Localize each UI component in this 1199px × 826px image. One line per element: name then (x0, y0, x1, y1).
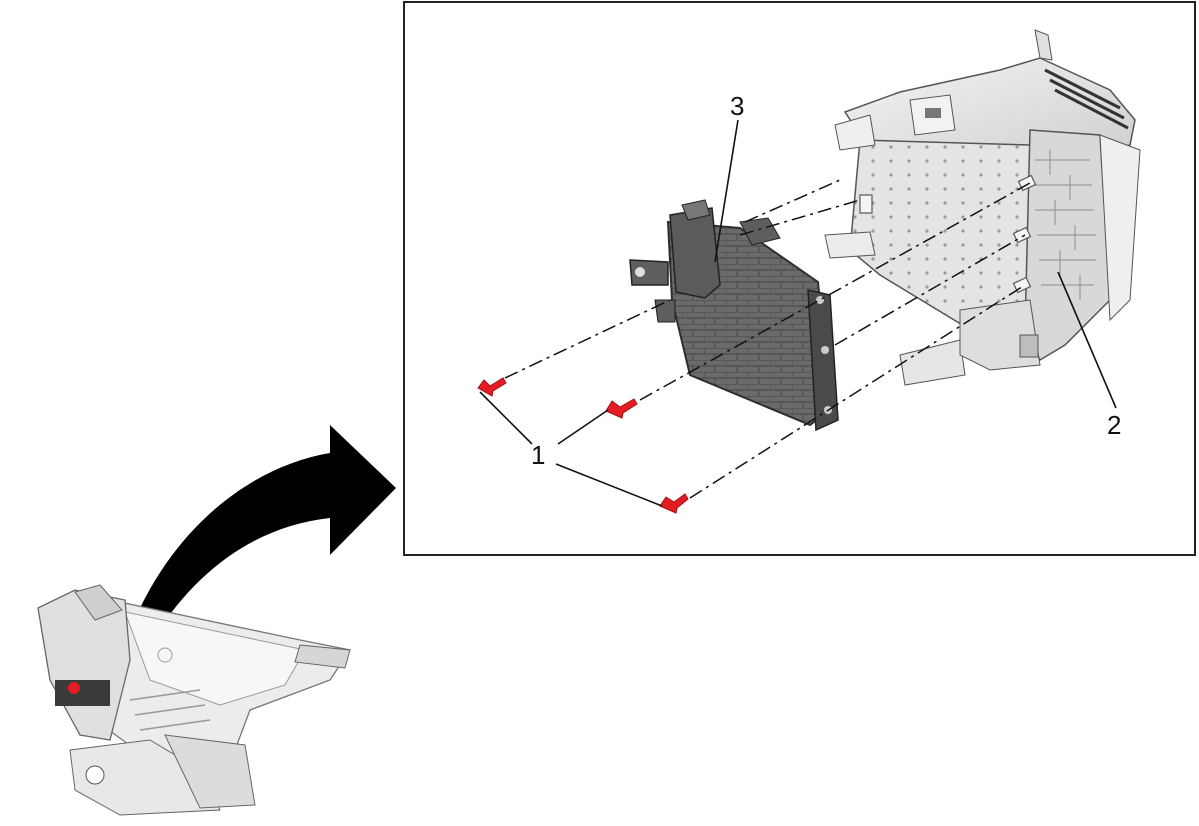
fastener-top-left (477, 377, 507, 397)
control-module (629, 199, 839, 432)
overview-module-marker (68, 682, 80, 694)
fastener-bottom (659, 493, 689, 514)
callout-3: 3 (730, 91, 744, 121)
alignment-lines (504, 179, 1031, 499)
callout-2: 2 (1107, 410, 1121, 440)
overview-assembly (37, 584, 352, 816)
fastener-group (477, 377, 689, 514)
fastener-middle (605, 398, 638, 419)
leader-lines (479, 119, 1117, 507)
location-arrow (112, 425, 396, 694)
callout-1: 1 (531, 440, 545, 470)
